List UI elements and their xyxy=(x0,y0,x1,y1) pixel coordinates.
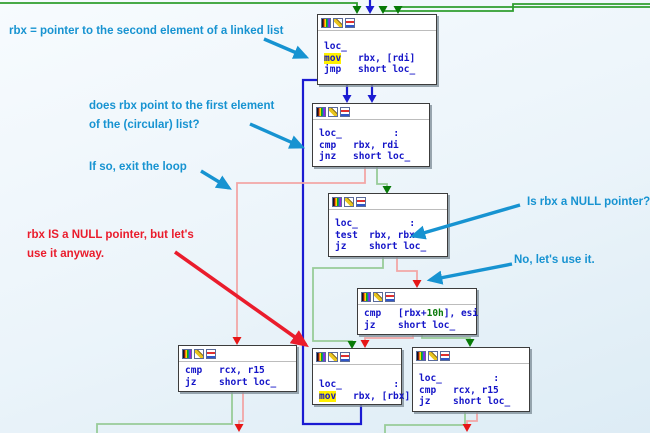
annotation-arrow-is-null xyxy=(409,203,521,240)
node-color-icon[interactable] xyxy=(332,196,342,207)
node-edit-icon[interactable] xyxy=(328,106,338,117)
arrow-red xyxy=(462,424,472,432)
annotation-arrow-exit-loop xyxy=(200,169,232,190)
asm-label: loc_ xyxy=(324,41,347,52)
edge-b3-b4-red xyxy=(396,257,418,282)
annotation-arrow-null-anyway xyxy=(173,250,309,348)
annotation-use-it: No, let's use it. xyxy=(514,254,595,266)
annotation-null-pointer-line2: use it anyway. xyxy=(27,248,105,260)
node-title-bar xyxy=(318,15,436,31)
asm-label: loc_ : xyxy=(319,128,400,139)
arrow-red xyxy=(232,337,242,345)
annotation-null-pointer-line1: rbx IS a NULL pointer, but let's xyxy=(27,229,194,241)
node-group-icon[interactable] xyxy=(345,17,355,28)
asm-label: loc_ : xyxy=(335,218,416,229)
node-color-icon[interactable] xyxy=(316,351,326,362)
node-group-icon[interactable] xyxy=(340,351,350,362)
node-group-icon[interactable] xyxy=(206,348,216,359)
node-edit-icon[interactable] xyxy=(428,350,438,361)
annotation-first-element-line1: does rbx point to the first element xyxy=(89,100,275,112)
node-edit-icon[interactable] xyxy=(194,348,204,359)
annotation-arrow-use-it xyxy=(426,262,513,285)
node-group-icon[interactable] xyxy=(385,291,395,302)
node-color-icon[interactable] xyxy=(316,106,326,117)
asm-label: loc_ : xyxy=(419,373,500,384)
node-title-bar xyxy=(413,348,529,364)
node-title-bar xyxy=(313,349,401,365)
annotation-arrow-linked-list xyxy=(263,37,310,59)
asm-line: cmp[rbx+10h], esi xyxy=(364,308,479,319)
arrow-green xyxy=(393,6,403,14)
node-edit-icon[interactable] xyxy=(373,291,383,302)
arrow-blue xyxy=(342,95,352,103)
node-title-bar xyxy=(358,289,476,305)
asm-label: loc_ : xyxy=(319,379,400,390)
node-color-icon[interactable] xyxy=(182,348,192,359)
arrow-green xyxy=(465,339,475,347)
node-group-icon[interactable] xyxy=(440,350,450,361)
node-edit-icon[interactable] xyxy=(328,351,338,362)
arrow-blue xyxy=(367,95,377,103)
arrow-green xyxy=(382,186,392,194)
node-color-icon[interactable] xyxy=(321,17,331,28)
node-title-bar xyxy=(179,346,296,362)
annotation-is-null-question: Is rbx a NULL pointer? xyxy=(527,196,650,208)
arrow-blue xyxy=(365,6,375,14)
edge-b7-out-green xyxy=(384,412,466,433)
annotation-linked-list: rbx = pointer to the second element of a… xyxy=(9,25,284,37)
node-color-icon[interactable] xyxy=(361,291,371,302)
node-title-bar xyxy=(329,194,447,210)
arrow-green xyxy=(347,341,357,349)
annotation-arrow-first-element xyxy=(249,122,306,149)
annotation-first-element-line2: of the (circular) list? xyxy=(89,119,200,131)
highlighted-mnemonic: mov xyxy=(324,52,342,64)
node-group-icon[interactable] xyxy=(356,196,366,207)
node-edit-icon[interactable] xyxy=(344,196,354,207)
edge-b5-out-red xyxy=(238,392,244,426)
arrow-red xyxy=(412,280,422,288)
arrow-green xyxy=(378,6,388,14)
immediate-value: 10h xyxy=(426,308,444,319)
annotation-exit-loop: If so, exit the loop xyxy=(89,161,187,173)
edge-b5-out-green xyxy=(96,392,233,433)
node-title-bar xyxy=(313,104,429,120)
edge-b2-b5-red xyxy=(236,167,366,339)
node-color-icon[interactable] xyxy=(416,350,426,361)
arrow-green xyxy=(352,6,362,14)
arrow-red xyxy=(234,424,244,432)
node-edit-icon[interactable] xyxy=(333,17,343,28)
node-group-icon[interactable] xyxy=(340,106,350,117)
edge-b7-out-red xyxy=(466,412,478,426)
arrow-red xyxy=(360,340,370,348)
highlighted-mnemonic: mov xyxy=(319,390,337,402)
